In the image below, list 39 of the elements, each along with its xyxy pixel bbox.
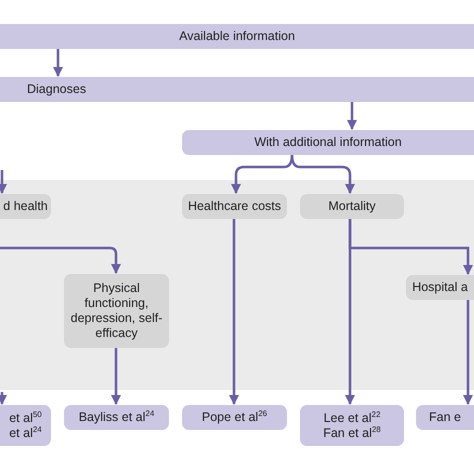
box-label: Healthcare costs <box>188 199 282 214</box>
outcome-box <box>64 274 169 348</box>
arrow <box>463 300 473 405</box>
process-box <box>64 405 169 430</box>
arrow <box>347 102 357 130</box>
outcome-box <box>0 194 51 219</box>
box-label: Physical functioning, depression, self-efficacy <box>70 281 164 341</box>
process-box <box>0 77 474 102</box>
arrow <box>53 49 63 77</box>
box-label: Pope et al$^{26}$ <box>202 410 268 425</box>
process-box <box>300 405 404 446</box>
arrow <box>290 154 355 194</box>
box-label: Hospital a <box>412 280 468 295</box>
process-box <box>0 405 51 446</box>
arrow <box>348 219 473 275</box>
process-box <box>182 130 474 155</box>
process-box <box>0 24 474 49</box>
arrow <box>0 246 121 274</box>
box-label: et al$^{50}$ <box>9 410 42 426</box>
arrow <box>111 348 121 405</box>
arrow <box>229 219 239 405</box>
box-label: Bayliss et al$^{24}$ <box>78 410 154 425</box>
box-label: With additional information <box>254 135 402 150</box>
box-label: Fan et al$^{28}$ <box>323 426 381 440</box>
box-label: d health <box>3 199 48 214</box>
box-label: Diagnoses <box>27 82 86 97</box>
box-label: Mortality <box>328 199 376 214</box>
arrow <box>0 170 7 194</box>
process-box <box>416 405 474 430</box>
box-label: et al$^{24}$ <box>9 426 42 440</box>
outcome-box <box>300 194 404 219</box>
outcome-box <box>406 275 474 300</box>
arrow <box>231 154 294 194</box>
arrow <box>0 392 7 405</box>
box-label: Lee et al$^{22}$ <box>324 410 380 426</box>
outcome-box <box>182 194 287 219</box>
box-label: Fan e <box>429 410 461 425</box>
box-label: Available information <box>179 29 295 44</box>
process-box <box>182 405 287 430</box>
